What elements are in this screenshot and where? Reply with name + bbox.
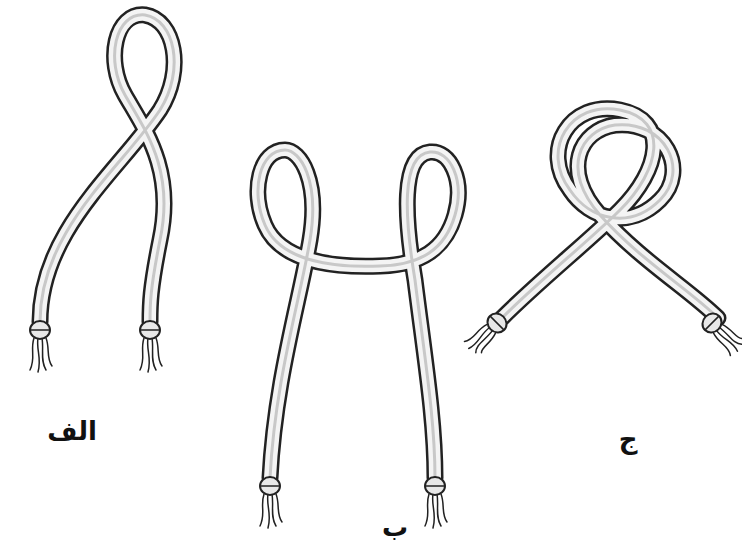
- rope-tassels: [30, 310, 742, 528]
- rope-b: [258, 150, 458, 478]
- figure-letter: ج: [619, 424, 638, 455]
- figure-letter: ب: [382, 512, 408, 543]
- figure-letter: الف: [47, 416, 97, 447]
- rope-a: [40, 15, 174, 322]
- rope-c: [502, 109, 718, 318]
